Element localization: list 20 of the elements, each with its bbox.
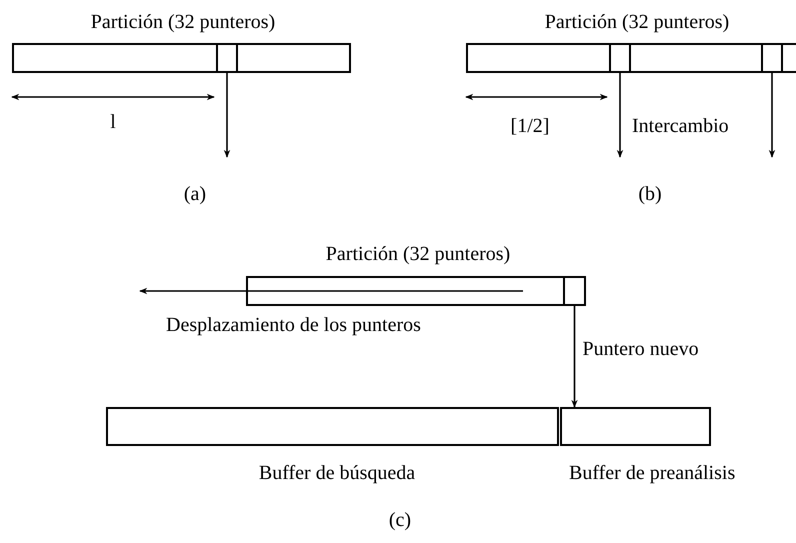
annotation-text: Intercambio bbox=[632, 116, 729, 136]
bar-caption: Buffer de preanálisis bbox=[569, 463, 736, 483]
bar-caption: Buffer de búsqueda bbox=[258, 463, 416, 483]
edge-label: Puntero nuevo bbox=[582, 338, 699, 358]
panel-label: (c) bbox=[388, 510, 412, 530]
bar-caption: Partición (32 punteros) bbox=[90, 12, 276, 32]
arrow bbox=[768, 73, 776, 158]
arrow bbox=[571, 306, 578, 408]
pointer-slot bbox=[609, 43, 631, 73]
pointer-slot bbox=[761, 43, 783, 73]
annotation-text: Desplazamiento de los punteros bbox=[166, 315, 421, 335]
panel-label: (a) bbox=[184, 184, 206, 204]
bar-caption: Partición (32 punteros) bbox=[544, 12, 730, 32]
dimension-label: [1/2] bbox=[510, 116, 550, 136]
panel-label: (b) bbox=[638, 184, 662, 204]
bar-caption: Partición (32 punteros) bbox=[326, 244, 510, 264]
dimension-label: l bbox=[110, 112, 116, 132]
pointer-slot bbox=[216, 43, 238, 73]
arrow bbox=[616, 73, 624, 158]
arrow bbox=[224, 73, 230, 158]
